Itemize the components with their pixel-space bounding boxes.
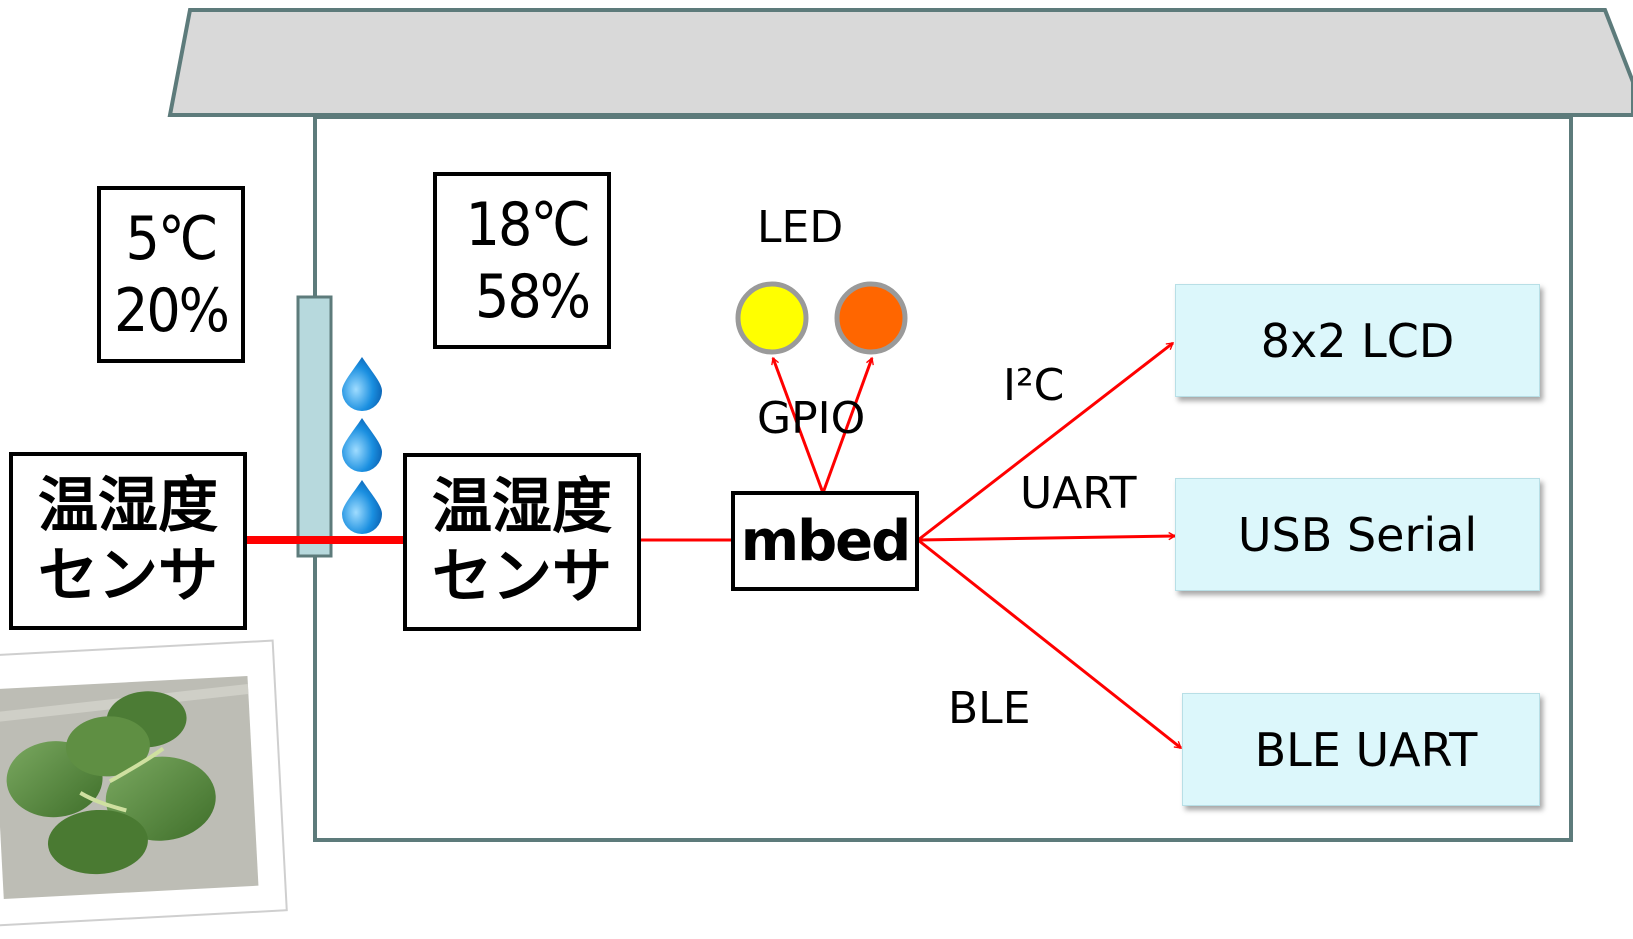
- usb-serial-box: USB Serial: [1175, 478, 1540, 591]
- i2c-arrow: [917, 341, 1175, 542]
- led-orange: [834, 281, 908, 355]
- indoor-humidity: 58%: [475, 261, 591, 332]
- sensor-indoor-line2: センサ: [432, 542, 612, 612]
- clover-photo: [0, 639, 288, 927]
- uart-arrow: [917, 531, 1177, 542]
- sensor-outdoor: 温湿度 センサ: [9, 452, 247, 630]
- uart-label: UART: [1020, 468, 1137, 519]
- water-drop-icon: [342, 480, 382, 534]
- indoor-temperature: 18℃: [465, 189, 591, 260]
- gpio-arrow-orange: [821, 356, 874, 494]
- mbed-label: mbed: [740, 508, 912, 574]
- i2c-label: I²C: [1003, 360, 1065, 411]
- led-label: LED: [757, 202, 844, 253]
- gpio-arrow-yellow: [771, 356, 825, 494]
- roof: [167, 8, 1633, 117]
- outdoor-temperature: 5℃: [125, 203, 219, 274]
- water-drop-icon: [342, 357, 382, 411]
- led-yellow: [735, 281, 809, 355]
- outdoor-reading-box: 5℃ 20%: [97, 186, 245, 363]
- sensor-outdoor-line1: 温湿度: [38, 471, 218, 541]
- water-drop-icon: [342, 418, 382, 472]
- outdoor-humidity: 20%: [114, 275, 230, 346]
- sensor-indoor-line1: 温湿度: [432, 472, 612, 542]
- ble-label: BLE: [948, 683, 1031, 734]
- mbed-box: mbed: [731, 491, 919, 591]
- sensor-indoor: 温湿度 センサ: [403, 453, 641, 631]
- gpio-label: GPIO: [757, 393, 866, 444]
- ble-uart-box: BLE UART: [1182, 693, 1540, 806]
- lcd-label: 8x2 LCD: [1260, 313, 1455, 368]
- ble-arrow: [917, 538, 1183, 750]
- sensor-outdoor-line2: センサ: [38, 541, 218, 611]
- usb-serial-label: USB Serial: [1237, 507, 1478, 562]
- indoor-reading-box: 18℃ 58%: [433, 172, 611, 349]
- lcd-box: 8x2 LCD: [1175, 284, 1540, 397]
- window-pane: [296, 295, 333, 558]
- ble-uart-label: BLE UART: [1254, 722, 1478, 777]
